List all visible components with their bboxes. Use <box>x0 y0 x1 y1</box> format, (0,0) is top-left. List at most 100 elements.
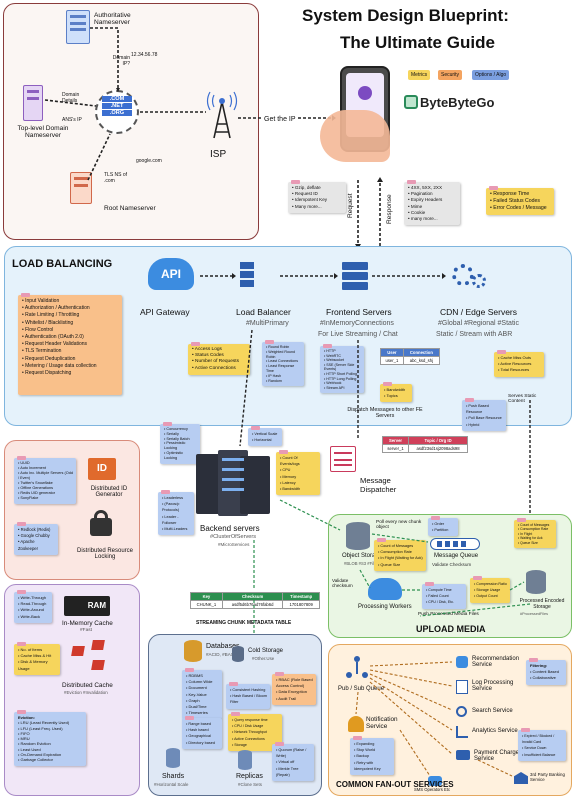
frontend-options-note: HTTP WebRTC Websocket SSE (Server Side E… <box>320 344 364 394</box>
tag-net: .NET <box>102 103 132 109</box>
cache-write-note: Write-Through Read-Through Write-Around … <box>14 590 52 623</box>
id-generator-note: UUID Auto Increment Auto Inc. Multiple S… <box>14 456 76 504</box>
table-cell: server_1 <box>381 444 410 453</box>
hand-icon <box>320 110 390 162</box>
notification-bell-icon <box>348 716 364 732</box>
note-item: Pull Base Resource <box>466 415 503 421</box>
brand-name: ByteByteGo <box>420 95 495 110</box>
note-item: HTTP Long Polling <box>324 377 361 382</box>
note-item: Service Down <box>522 745 563 751</box>
note-item: Idempotent Key <box>292 197 343 203</box>
hashing-note: Consistent Hashing Hash Based / Bloom Fi… <box>226 682 270 709</box>
note-item: Metering / Usage data collection <box>22 363 119 370</box>
in-memory-cache-label: In-Memory Cache <box>62 620 113 627</box>
backend-servers-icon <box>196 450 270 520</box>
cache-metrics-note: No. of Items Cache Miss & Hit Disk & Mem… <box>14 642 60 675</box>
isp-label: ISP <box>210 149 227 160</box>
note-item: Response Time <box>490 191 551 198</box>
locking-note: Redlock (Redis) Google Chubby Apache Zoo… <box>14 522 58 555</box>
note-item: Read-Through <box>18 601 49 607</box>
note-item: WebRTC <box>324 354 361 359</box>
note-item: Collaborative <box>530 675 563 681</box>
note-item: Count of Messages <box>518 523 553 527</box>
message-queue-label: Message Queue <box>434 553 479 559</box>
third-party-label: 3rd Party Banking Service <box>530 772 565 782</box>
note-item: Consistent Hashing <box>230 687 267 693</box>
frontend-tag: #InMemoryConnections <box>320 320 394 327</box>
note-item: Serially Batch <box>164 437 197 442</box>
note-item: Rate Limiting / Throttling <box>22 312 119 319</box>
note-item: Hash Based / Bloom Filter <box>230 693 267 705</box>
note-item: Active Connections <box>192 366 247 372</box>
note-item: Quorum (Raise / Write) <box>276 747 311 759</box>
google-label: google.com <box>136 158 162 164</box>
note-item: Active Connections <box>232 736 279 742</box>
note-item: Redlock (Redis) <box>18 527 55 533</box>
note-item: Network Throughput <box>232 729 279 735</box>
recommendation-icon <box>456 656 468 668</box>
note-item: Partition <box>432 527 455 533</box>
cdn-tag: #Global #Regional #Static <box>438 320 519 327</box>
note-item: Redis UID generator <box>18 491 73 496</box>
notification-label: Notification Service <box>366 716 398 730</box>
tag-org: .ORG <box>102 110 132 116</box>
bytebytego-logo-icon <box>404 95 418 109</box>
note-item: Merkle Tree (Repair) <box>276 766 311 778</box>
note-item: CPU / Disk Usage <box>232 723 279 729</box>
note-item: Request Header Validations <box>22 341 119 348</box>
leader-note: Leaderless (Paxos/p Protocols) Leader - … <box>158 490 194 536</box>
fanout-title: COMMON FAN-OUT SERVICES <box>336 780 454 789</box>
db-security-note: RBAC (Role Based Access Control) Data En… <box>272 672 316 705</box>
note-item: Count of Messages <box>378 543 423 549</box>
note-item: Multi-Leaders <box>162 526 191 532</box>
note-item: Weighted Round Robin <box>266 350 301 360</box>
scaling-note: Vertical Scale Horizontal <box>248 426 282 447</box>
avatar-icon <box>358 86 372 100</box>
databases-label: Databases <box>206 643 240 650</box>
id-generator-icon: ID <box>88 458 116 480</box>
processed-storage-label: Processed Encoded Storage <box>519 598 565 610</box>
dispatch-label: Dispatch Messages to other FE Servers <box>347 407 423 419</box>
validate-label: Validate Checksum <box>432 562 472 567</box>
lb-algo-note: Round Robin Weighted Round Robin Least C… <box>262 340 304 387</box>
shards-tag: #Horizontal Scale <box>154 782 189 787</box>
note-item: On-Demand Expiration <box>18 752 83 757</box>
server-icon <box>70 172 92 204</box>
note-item: Least Connections <box>266 359 301 364</box>
object-storage-label: Object Storage <box>342 553 383 559</box>
recommendation-label: Recommendation Service <box>472 656 520 668</box>
note-item: Authentication (OAuth 2.0) <box>22 334 119 341</box>
note-item: Apache Zookeeper <box>18 539 55 551</box>
note-item: Request Deduplication <box>22 356 119 363</box>
note-item: CPU <box>280 467 317 473</box>
note-item: SonyFlake <box>18 496 73 501</box>
shards-icon <box>166 748 180 768</box>
cdn-subtitle: Static / Stream with ABR <box>436 331 513 338</box>
root-nameserver-label: Root Nameserver <box>104 205 156 212</box>
note-item: LRU (Least Recently Used) <box>18 720 83 725</box>
tld-ns-label: TLS NS of .com <box>104 172 128 184</box>
sharding-note: Range based Hash based Geographical Dire… <box>182 716 222 749</box>
analytics-service-label: Analytics Service <box>472 728 518 734</box>
table-cell: CHUNK_1 <box>190 600 223 609</box>
note-item: (Paxos/p Protocols) <box>162 501 191 513</box>
note-item: Write-Around <box>18 607 49 613</box>
note-item: Expiry Headers <box>408 197 457 203</box>
ans-ip-label: ANS's IP <box>62 117 82 123</box>
note-item: 4XX, 5XX, 2XX <box>408 185 457 191</box>
sms-label: SMS Operators Etc <box>414 787 451 792</box>
lb-metrics-note: Access Logs Status Codes Number of Reque… <box>188 342 250 375</box>
cdn-metrics-note: Cache Miss Outs Active Resources Total R… <box>494 350 544 377</box>
note-item: Error Codes / Message <box>490 205 551 212</box>
pubsub-label: Pub / Sub Queue <box>338 686 385 692</box>
note-item: Backup <box>354 753 391 759</box>
note-item: FIFO <box>18 731 83 736</box>
note-item: Column Wide <box>186 679 219 685</box>
note-item: Consumption Rate <box>378 549 423 555</box>
note-item: Hash based <box>186 727 219 733</box>
note-item: Queue Size <box>518 541 553 545</box>
note-item: Gzip, deflate <box>292 185 343 191</box>
note-item: Leader - Follower <box>162 514 191 526</box>
in-memory-tag: #Fast <box>80 628 92 633</box>
